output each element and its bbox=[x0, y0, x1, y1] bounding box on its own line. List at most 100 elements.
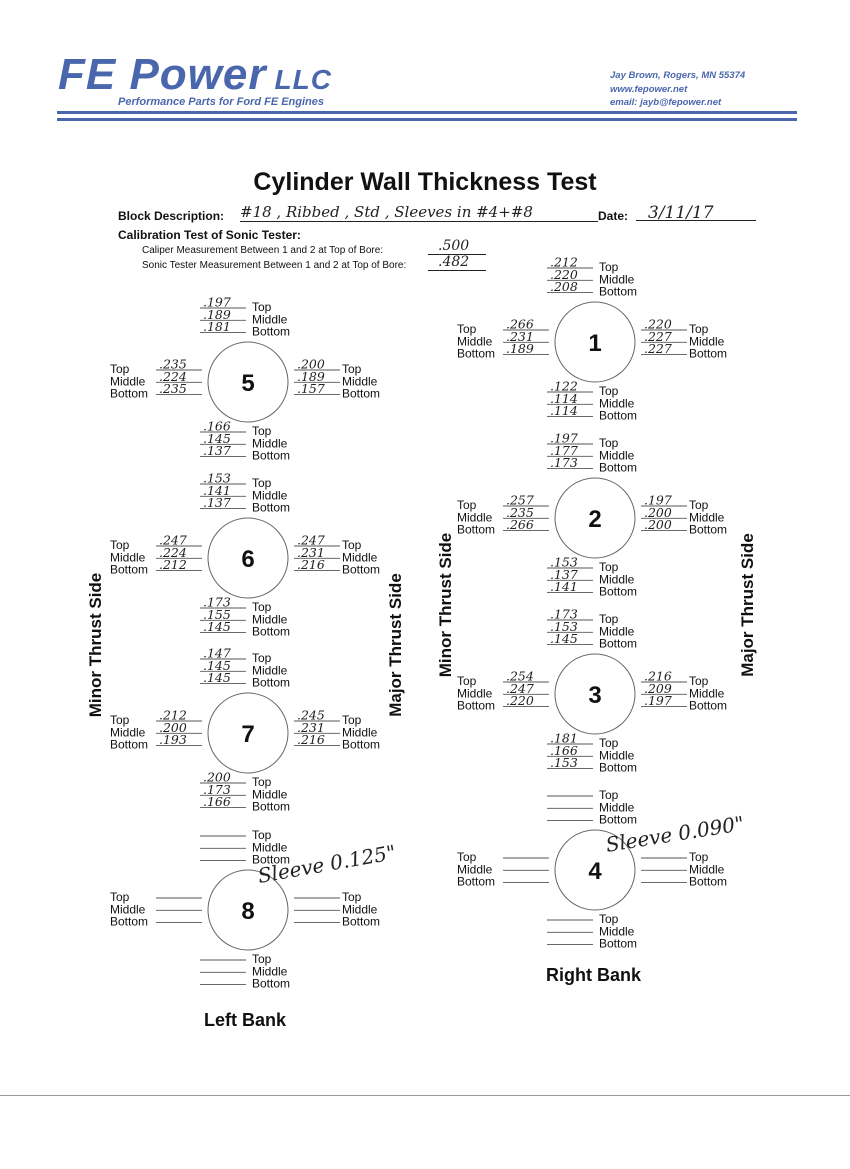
cylinder-7-minor-value-2: .193 bbox=[159, 732, 187, 747]
cylinder-3-rear-label-2: Bottom bbox=[599, 761, 637, 775]
cylinder-6-front-label-2: Bottom bbox=[252, 501, 290, 515]
cylinder-7-front-label-0: Top bbox=[252, 651, 272, 665]
date-value: 3/11/17 bbox=[636, 203, 756, 223]
cylinder-1-number: 1 bbox=[588, 330, 601, 357]
cylinder-3-minor-label-0: Top bbox=[457, 674, 477, 688]
cylinder-1-major-value-1: .227 bbox=[644, 329, 672, 344]
left-bank-label: Left Bank bbox=[204, 1010, 287, 1030]
cylinder-6-rear-value-2: .145 bbox=[203, 619, 231, 634]
cylinder-8-major-label-1: Middle bbox=[342, 902, 378, 916]
cylinder-3-rear-value-2: .153 bbox=[550, 755, 578, 770]
cylinder-2-rear-value-0: .153 bbox=[550, 555, 578, 570]
cylinder-2-rear-label-2: Bottom bbox=[599, 585, 637, 599]
company-tagline: Performance Parts for Ford FE Engines bbox=[118, 96, 324, 108]
left-minor-thrust-label: Minor Thrust Side bbox=[86, 572, 105, 718]
cylinder-4-front-label-2: Bottom bbox=[599, 813, 637, 827]
cylinder-5-minor-label-0: Top bbox=[110, 362, 130, 376]
cylinder-7-front-value-2: .145 bbox=[203, 670, 231, 685]
right-minor-thrust-label: Minor Thrust Side bbox=[436, 532, 455, 678]
cylinder-5-front-value-0: .197 bbox=[203, 295, 231, 310]
cylinder-2-minor-label-2: Bottom bbox=[457, 523, 495, 537]
cylinder-4-rear-label-1: Middle bbox=[599, 924, 635, 938]
cylinder-5-rear-value-2: .137 bbox=[203, 443, 231, 458]
cylinder-1-front-label-2: Bottom bbox=[599, 285, 637, 299]
cylinder-1-bore bbox=[554, 301, 636, 383]
cylinder-7-front-value-1: .145 bbox=[203, 658, 231, 673]
cylinder-7-minor-label-0: Top bbox=[110, 713, 130, 727]
cylinder-2-minor-value-1: .235 bbox=[506, 505, 534, 520]
cylinder-5-front-value-2: .181 bbox=[203, 319, 231, 334]
cylinder-7-rear-value-1: .173 bbox=[203, 782, 231, 797]
cylinder-8-rear-label-1: Middle bbox=[252, 964, 288, 978]
cylinder-3-rear-value-0: .181 bbox=[550, 731, 578, 746]
cylinder-6-front-value-2: .137 bbox=[203, 495, 231, 510]
cylinder-5-front-label-1: Middle bbox=[252, 312, 288, 326]
scan-edge bbox=[0, 1095, 850, 1096]
caliper-label: Caliper Measurement Between 1 and 2 at T… bbox=[142, 245, 384, 256]
cylinder-5-major-label-1: Middle bbox=[342, 374, 378, 388]
cylinder-6-minor-label-0: Top bbox=[110, 538, 130, 552]
cylinder-2-front-label-2: Bottom bbox=[599, 461, 637, 475]
cylinder-4-minor-label-1: Middle bbox=[457, 862, 493, 876]
header-rule-top bbox=[57, 111, 797, 114]
sonic-label: Sonic Tester Measurement Between 1 and 2… bbox=[142, 260, 407, 271]
cylinder-5-minor-label-2: Bottom bbox=[110, 387, 148, 401]
cylinder-3-front-label-0: Top bbox=[599, 612, 619, 626]
cylinder-7-major-label-1: Middle bbox=[342, 725, 378, 739]
cylinder-7-front-value-0: .147 bbox=[203, 646, 231, 661]
cylinder-5-front-label-0: Top bbox=[252, 300, 272, 314]
cylinder-1-major-value-0: .220 bbox=[644, 317, 672, 332]
cylinder-5-rear-label-1: Middle bbox=[252, 436, 288, 450]
cylinder-7-major-label-0: Top bbox=[342, 713, 362, 727]
cylinder-5-minor-value-2: .235 bbox=[159, 381, 187, 396]
cylinder-1-minor-label-0: Top bbox=[457, 322, 477, 336]
cylinder-4-rear-label-2: Bottom bbox=[599, 937, 637, 951]
cylinder-3-minor-value-2: .220 bbox=[506, 693, 534, 708]
cylinder-2-major-value-1: .200 bbox=[644, 505, 672, 520]
cylinder-4-front-label-1: Middle bbox=[599, 800, 635, 814]
cylinder-6-major-label-1: Middle bbox=[342, 550, 378, 564]
cylinder-6-number: 6 bbox=[241, 546, 254, 573]
cylinder-7-rear-value-2: .166 bbox=[203, 794, 231, 809]
cylinder-7-major-label-2: Bottom bbox=[342, 738, 380, 752]
cylinder-3-number: 3 bbox=[588, 682, 601, 709]
cylinder-8-bore bbox=[207, 869, 289, 951]
cylinder-2-number: 2 bbox=[588, 506, 601, 533]
cylinder-1-front-value-2: .208 bbox=[550, 279, 578, 294]
cylinder-5-major-value-1: .189 bbox=[297, 369, 325, 384]
cylinder-2-major-label-1: Middle bbox=[689, 510, 725, 524]
cylinder-1-rear-value-2: .114 bbox=[550, 403, 578, 418]
cylinder-2-front-value-0: .197 bbox=[550, 431, 578, 446]
cylinder-1-major-label-2: Bottom bbox=[689, 347, 727, 361]
calibration-label: Calibration Test of Sonic Tester: bbox=[118, 228, 301, 242]
cylinder-7-rear-label-1: Middle bbox=[252, 787, 288, 801]
cylinder-4-major-label-0: Top bbox=[689, 850, 709, 864]
block-description-value: #18 , Ribbed , Std , Sleeves in #4+#8 bbox=[240, 203, 598, 222]
cylinder-3-bore bbox=[554, 653, 636, 735]
cylinder-3-major-label-1: Middle bbox=[689, 686, 725, 700]
cylinder-6-rear-value-0: .173 bbox=[203, 595, 231, 610]
right-bank-label: Right Bank bbox=[546, 965, 642, 985]
cylinder-7-minor-label-1: Middle bbox=[110, 725, 146, 739]
cylinder-7-rear-value-0: .200 bbox=[203, 770, 231, 785]
cylinder-2-major-label-0: Top bbox=[689, 498, 709, 512]
cylinder-3-minor-label-1: Middle bbox=[457, 686, 493, 700]
cylinder-5-rear-value-1: .145 bbox=[203, 431, 231, 446]
cylinder-6-rear-label-0: Top bbox=[252, 600, 272, 614]
cylinder-6-major-value-0: .247 bbox=[297, 533, 325, 548]
cylinder-4-number: 4 bbox=[588, 858, 602, 885]
cylinder-8-front-label-2: Bottom bbox=[252, 853, 290, 867]
cylinder-1-rear-value-0: .122 bbox=[550, 379, 578, 394]
cylinder-7-major-value-1: .231 bbox=[297, 720, 325, 735]
cylinder-1-major-value-2: .227 bbox=[644, 341, 672, 356]
cylinder-5-major-label-2: Bottom bbox=[342, 387, 380, 401]
contact-email: email: jayb@fepower.net bbox=[610, 97, 722, 108]
cylinder-1-major-label-1: Middle bbox=[689, 334, 725, 348]
cylinder-2-bore bbox=[554, 477, 636, 559]
cylinder-5-major-label-0: Top bbox=[342, 362, 362, 376]
cylinder-3-major-value-1: .209 bbox=[644, 681, 672, 696]
cylinder-2-front-value-2: .173 bbox=[550, 455, 578, 470]
left-major-thrust-label: Major Thrust Side bbox=[386, 573, 405, 717]
cylinder-1-front-value-1: .220 bbox=[550, 267, 578, 282]
cylinder-3-front-value-2: .145 bbox=[550, 631, 578, 646]
